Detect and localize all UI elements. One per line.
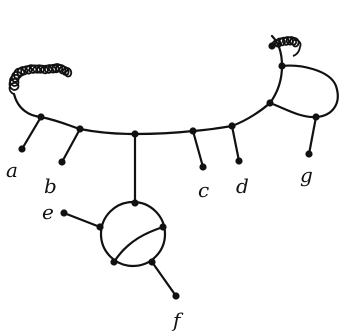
label-e: e	[42, 200, 54, 224]
right-loop	[268, 64, 339, 119]
leg-b	[60, 127, 82, 164]
leg-c	[191, 129, 205, 169]
label-a: a	[6, 158, 18, 182]
leg-a	[20, 115, 43, 151]
vertex-a-outer	[18, 145, 26, 153]
leg-e	[62, 211, 102, 229]
right-loop-curly-top	[271, 36, 302, 57]
vertex-loop-top	[278, 62, 286, 70]
vertex-c-inner	[189, 127, 197, 135]
leg-g	[307, 115, 318, 156]
vertex-curly-end	[268, 42, 276, 50]
main-blob-curly-top	[8, 63, 73, 95]
label-g: g	[300, 163, 313, 187]
vertex-c-outer	[199, 163, 207, 171]
leg-f	[150, 260, 178, 298]
vertex-b-inner	[76, 125, 84, 133]
vertex-circle-right	[159, 223, 167, 231]
vertex-f-outer	[172, 292, 180, 300]
label-b: b	[44, 174, 57, 198]
vertex-e-outer	[60, 209, 68, 217]
label-f: f	[171, 308, 184, 332]
vertex-a-inner	[37, 113, 45, 121]
label-c: c	[198, 178, 209, 202]
leg-d	[230, 124, 241, 163]
vertex-circle-left	[96, 223, 104, 231]
vertex-circle-top	[131, 199, 139, 207]
vertex-g-inner	[312, 113, 320, 121]
vertex-d-outer	[235, 157, 243, 165]
lower-circle-chord	[112, 225, 165, 264]
vertex-circle-bottom-left	[110, 258, 118, 266]
vertex-d-inner	[228, 122, 236, 130]
vertex-g-outer	[305, 150, 313, 158]
label-d: d	[236, 174, 249, 198]
lower-circle	[99, 200, 167, 268]
vertex-loop-bottom	[266, 99, 274, 107]
vertex-b-outer	[58, 158, 66, 166]
main-blob-bottom-edge	[12, 34, 284, 136]
vertex-circle-bottom-right	[148, 258, 156, 266]
vertex-top-center	[131, 130, 139, 138]
